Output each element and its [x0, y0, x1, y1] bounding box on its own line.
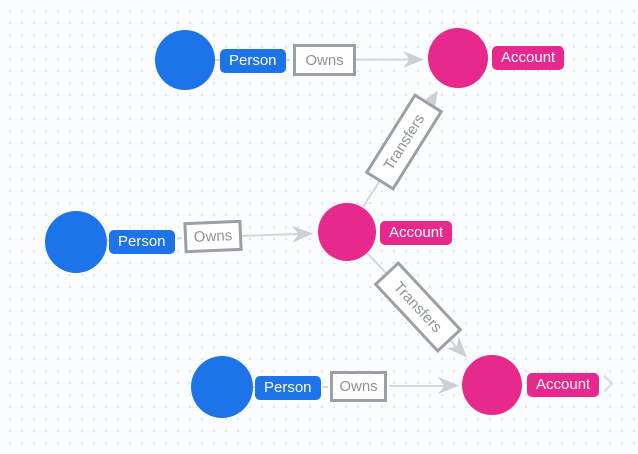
node-account-bottom[interactable]: [462, 355, 522, 415]
node-person-top[interactable]: [155, 30, 215, 90]
edge-label-owns-bottom[interactable]: Owns: [330, 371, 387, 402]
edge-label-owns-middle[interactable]: Owns: [183, 219, 243, 254]
node-label-person-bottom[interactable]: Person: [255, 376, 321, 400]
arrowhead-icon: [291, 225, 313, 243]
edge-line[interactable]: [241, 232, 301, 237]
node-label-person-top[interactable]: Person: [220, 49, 286, 73]
node-account-top[interactable]: [428, 28, 488, 88]
node-label-person-middle[interactable]: Person: [109, 230, 175, 254]
node-person-middle[interactable]: [45, 211, 107, 273]
node-label-account-bottom[interactable]: Account: [527, 373, 600, 397]
chevron-right-icon: [603, 375, 614, 392]
arrowhead-icon: [403, 51, 424, 68]
arrowhead-icon: [438, 377, 459, 394]
node-account-middle[interactable]: [318, 203, 376, 261]
edge-label-owns-top[interactable]: Owns: [293, 44, 356, 76]
node-label-account-top[interactable]: Account: [492, 46, 565, 70]
arrowhead-icon: [446, 336, 467, 358]
node-person-bottom[interactable]: [191, 356, 253, 418]
node-label-account-middle[interactable]: Account: [380, 221, 453, 245]
